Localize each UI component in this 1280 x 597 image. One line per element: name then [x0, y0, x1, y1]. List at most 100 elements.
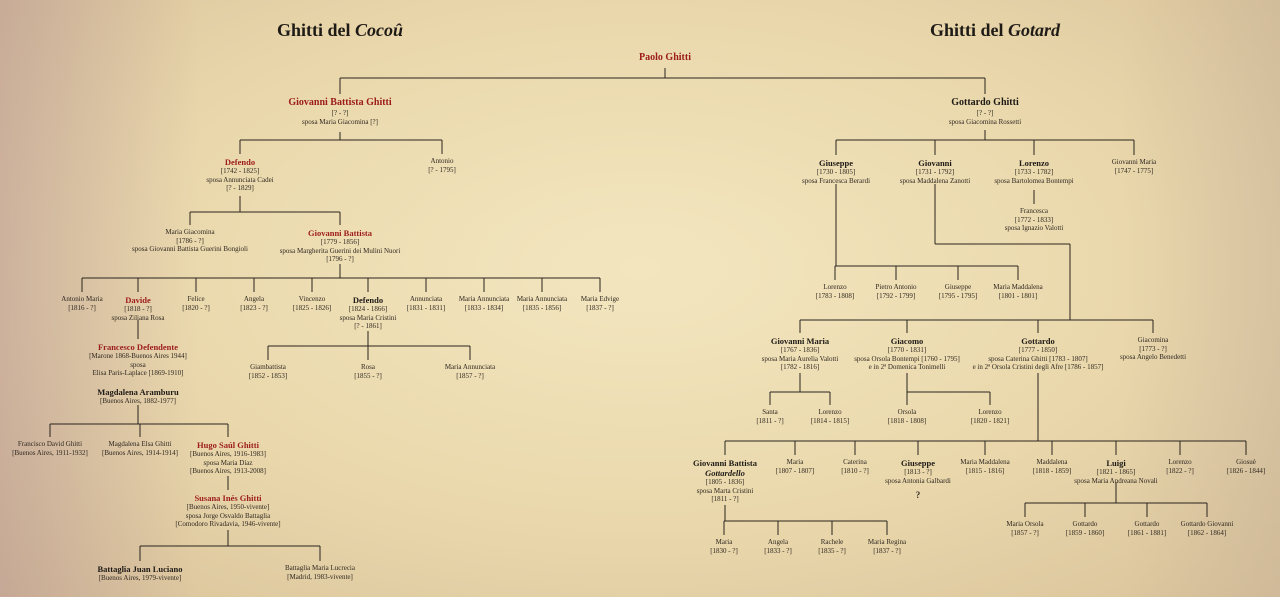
- title-left-prefix: Ghitti del: [276, 20, 355, 40]
- person-detail-line: [1796 - ?]: [326, 255, 354, 263]
- person-name: Giuseppe: [900, 458, 935, 468]
- person-name: Maria Edvige: [580, 295, 620, 303]
- person-giuseppe1: Giuseppe[1730 - 1805]sposa Francesca Ber…: [802, 158, 870, 185]
- person-name: Maria: [715, 538, 733, 546]
- person-detail-line: [1835 - ?]: [818, 546, 846, 555]
- person-detail-line: sposa Ignazio Valotti: [1004, 224, 1064, 232]
- person-meg: Magdalena Elsa Ghitti[Buenos Aires, 1914…: [102, 440, 178, 457]
- person-detail-line: [? - ?]: [976, 109, 994, 117]
- person-paolo: Paolo Ghitti: [639, 52, 691, 64]
- person-detail-line: [1818 - 1808]: [887, 416, 927, 425]
- person-name: Giambattista: [250, 363, 286, 371]
- person-detail-line: [Buenos Aires, 1911-1932]: [12, 448, 88, 457]
- person-gottardo2: Gottardo[1777 - 1850]sposa Caterina Ghit…: [973, 336, 1104, 372]
- person-maria1: Maria[1807 - 1807]: [776, 458, 815, 475]
- person-detail-line: [1786 - ?]: [176, 236, 204, 245]
- person-name: Santa: [762, 408, 778, 416]
- person-detail-line: [1830 - ?]: [710, 546, 738, 555]
- person-detail-line: [1825 - 1826]: [292, 303, 332, 312]
- person-name: Giovanni Battista: [693, 458, 757, 468]
- person-detail-line: [1820 - 1821]: [970, 416, 1010, 425]
- person-detail-line: [1818 - ?]: [124, 305, 152, 313]
- person-lorenzo2: Lorenzo[1783 - 1808]: [816, 283, 855, 300]
- person-hugo: Hugo Saúl Ghitti[Buenos Aires, 1916-1983…: [190, 440, 266, 476]
- person-name: Lorenzo: [823, 283, 847, 291]
- person-detail-line: [1777 - 1850]: [1018, 346, 1058, 354]
- title-ghitti-del-cocou: Ghitti del Cocoû: [277, 20, 403, 41]
- paper-vignette-left: [0, 0, 200, 597]
- person-name: Francesco Defendente: [97, 342, 179, 352]
- person-detail-line: sposa Maria Giacomina [?]: [301, 117, 378, 126]
- person-gottardo3: Gottardo[1859 - 1860]: [1066, 520, 1105, 537]
- person-detail-line: [1807 - 1807]: [775, 466, 815, 475]
- person-magdalena: Magdalena Aramburu[Buenos Aires, 1882-19…: [97, 387, 178, 406]
- person-detail-line: sposa Ziliana Rosa: [111, 313, 165, 322]
- person-name: Maria Maddalena: [960, 458, 1010, 466]
- person-name: Giacomo: [890, 336, 924, 346]
- person-antonio-maria: Antonio Maria[1816 - ?]: [61, 295, 102, 312]
- person-giuseppe3: Giuseppe[1813 - ?]sposa Antonia Galbardi…: [885, 458, 951, 500]
- person-davide: Davide[1818 - ?]sposa Ziliana Rosa: [112, 295, 165, 322]
- person-giacomo: Giacomo[1770 - 1831]sposa Orsola Bontemp…: [854, 336, 960, 372]
- person-angela1: Angela[1823 - ?]: [240, 295, 268, 312]
- person-name: Defendo: [352, 295, 384, 305]
- person-detail-line: [Buenos Aires, 1914-1914]: [101, 448, 179, 457]
- person-detail-line: [1814 - 1815]: [810, 416, 850, 425]
- person-detail-line: sposa Maria Díaz: [203, 458, 253, 467]
- person-ma3: Maria Annunciata[1857 - ?]: [445, 363, 495, 380]
- paper-vignette-right: [1120, 0, 1280, 597]
- person-name: Lorenzo: [1168, 458, 1192, 466]
- person-detail-line: [1857 - ?]: [456, 371, 484, 380]
- person-name: Giovanni Battista Ghitti: [288, 97, 392, 108]
- person-gb: Giovanni Battista Ghitti[? - ?]sposa Mar…: [288, 97, 391, 126]
- person-detail-line: [1792 - 1799]: [876, 291, 916, 300]
- person-gm2: Giovanni Maria[1767 - 1836]sposa Maria A…: [762, 336, 839, 372]
- person-detail-line: sposa Antonia Galbardi: [885, 476, 951, 485]
- person-name: Caterina: [843, 458, 867, 466]
- person-name: Paolo Ghitti: [639, 52, 691, 63]
- person-name: Gottardo: [1072, 520, 1098, 528]
- person-name: Lorenzo: [978, 408, 1002, 416]
- person-detail-line: sposa Maria Cristini: [339, 313, 397, 322]
- person-name: Vincenzo: [298, 295, 326, 303]
- person-name: Giovanni Maria: [1111, 158, 1157, 166]
- person-detail-line: [1820 - ?]: [182, 303, 210, 312]
- person-detail-line: e in 2ª Orsola Cristini degli Afre [1786…: [972, 363, 1104, 371]
- person-name: Battaglia Juan Luciano: [97, 564, 183, 574]
- person-giambattista: Giambattista[1852 - 1853]: [249, 363, 288, 380]
- person-name: Gottardo Giovanni: [1180, 520, 1234, 528]
- person-lorenzo3: Lorenzo[1814 - 1815]: [811, 408, 850, 425]
- person-lorenzo4: Lorenzo[1820 - 1821]: [971, 408, 1010, 425]
- person-name: Antonio: [430, 157, 454, 165]
- person-angela2: Angela[1833 - ?]: [764, 538, 792, 555]
- person-detail-line: [1779 - 1856]: [320, 238, 360, 246]
- person-name: Maria Giacomina: [165, 228, 215, 236]
- person-bjl: Battaglia Juan Luciano[Buenos Aires, 197…: [97, 564, 182, 583]
- person-orsola2: Maria Orsola[1857 - ?]: [1006, 520, 1043, 537]
- person-detail-line: sposa: [130, 360, 146, 369]
- person-name: Giovanni Maria: [770, 336, 830, 346]
- person-name: Maria Orsola: [1006, 520, 1044, 528]
- person-detail-line: [1857 - ?]: [1011, 528, 1039, 537]
- person-gm1: Giovanni Maria[1747 - 1775]: [1112, 158, 1157, 175]
- person-detail-line: [1862 - 1864]: [1187, 528, 1227, 537]
- person-name: Giovanni: [918, 158, 952, 168]
- title-ghitti-del-gotard: Ghitti del Gotard: [930, 20, 1060, 41]
- person-name: Felice: [187, 295, 205, 303]
- person-name: Antonio Maria: [61, 295, 103, 303]
- person-name: Francisco David Ghitti: [17, 440, 83, 448]
- person-pietro: Pietro Antonio[1792 - 1799]: [875, 283, 916, 300]
- person-detail-line: sposa Maddalena Zanotti: [899, 176, 971, 185]
- person-detail-line: [1831 - 1831]: [406, 303, 446, 312]
- person-detail-line: [1859 - 1860]: [1065, 528, 1105, 537]
- person-name: Giacomina: [1137, 336, 1169, 344]
- person-name: Pietro Antonio: [875, 283, 917, 291]
- person-detail-line: [1795 - 1795]: [938, 291, 978, 300]
- person-ma1: Maria Annunciata[1833 - 1834]: [459, 295, 509, 312]
- person-detail-line: [1855 - ?]: [354, 371, 382, 380]
- person-orsola1: Orsola[1818 - 1808]: [888, 408, 927, 425]
- person-giuseppe2: Giuseppe[1795 - 1795]: [939, 283, 978, 300]
- person-name: Gottardo Ghitti: [951, 97, 1019, 108]
- person-detail-line: [1824 - 1866]: [348, 305, 388, 313]
